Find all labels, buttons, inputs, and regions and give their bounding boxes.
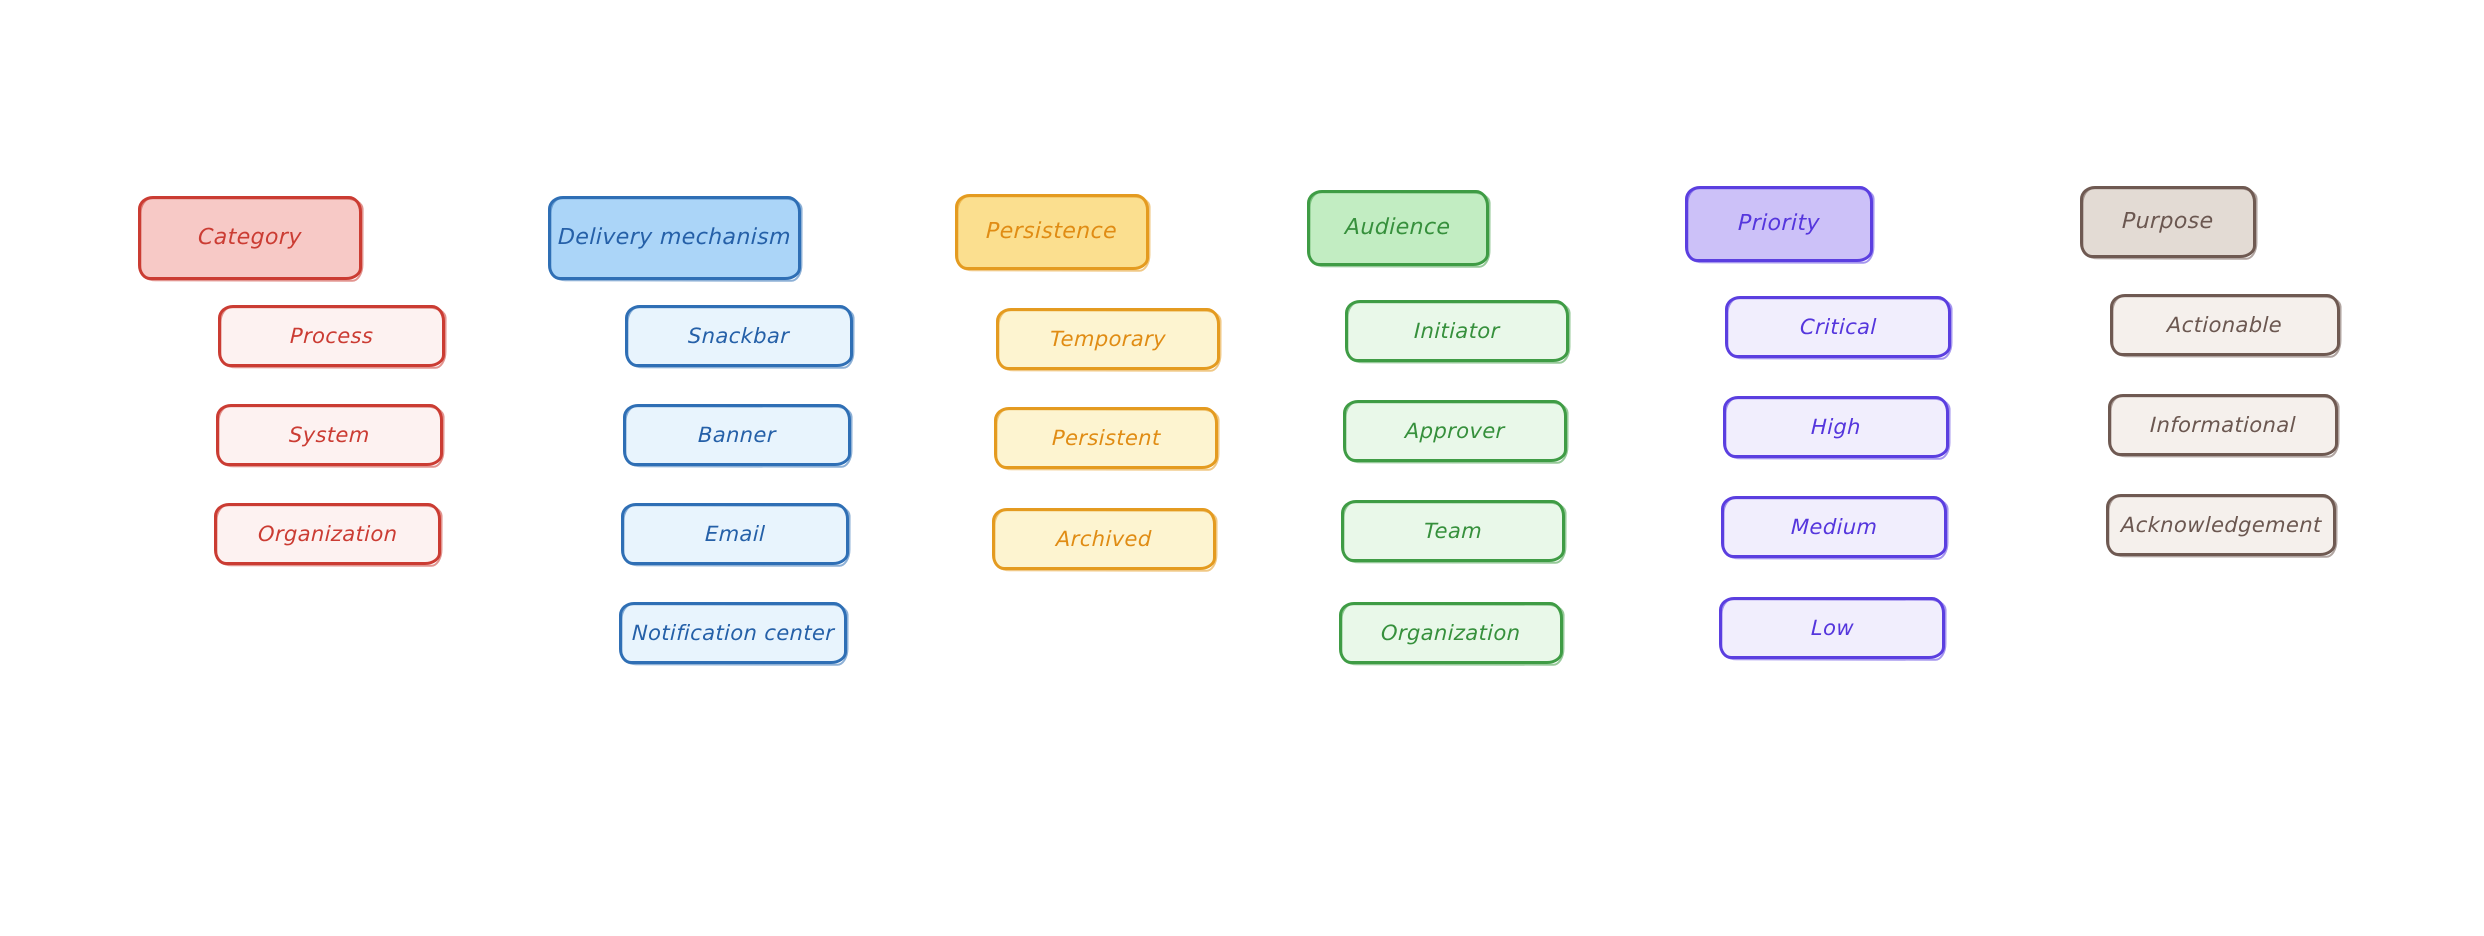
node-child-banner[interactable]: Banner	[623, 404, 853, 468]
node-child-actionable[interactable]: Actionable	[2110, 294, 2342, 358]
node-child-notification-center[interactable]: Notification center	[619, 602, 849, 666]
node-label: Archived	[1055, 526, 1153, 551]
node-label: Audience	[1344, 215, 1452, 240]
node-child-low[interactable]: Low	[1719, 597, 1947, 661]
node-header-category[interactable]: Category	[138, 196, 364, 282]
node-child-organization[interactable]: Organization	[1339, 602, 1565, 666]
node-child-process[interactable]: Process	[218, 305, 447, 369]
node-label: Process	[289, 323, 374, 348]
node-child-system[interactable]: System	[216, 404, 445, 468]
node-child-team[interactable]: Team	[1341, 500, 1567, 564]
node-child-organization[interactable]: Organization	[214, 503, 443, 567]
node-label: Informational	[2149, 412, 2297, 437]
node-label: Banner	[697, 422, 777, 447]
node-label: Snackbar	[687, 323, 791, 348]
node-child-high[interactable]: High	[1723, 396, 1951, 460]
node-child-initiator[interactable]: Initiator	[1345, 300, 1571, 364]
node-label: Approver	[1404, 418, 1506, 443]
node-label: Critical	[1799, 314, 1877, 339]
node-label: Persistence	[986, 219, 1118, 244]
node-label: Delivery mechanism	[557, 225, 792, 250]
node-label: Notification center	[631, 620, 835, 645]
node-label: Team	[1423, 518, 1483, 543]
node-header-priority[interactable]: Priority	[1685, 186, 1875, 264]
node-label: Organization	[257, 521, 398, 546]
node-label: Category	[197, 225, 303, 250]
node-header-purpose[interactable]: Purpose	[2080, 186, 2258, 260]
node-child-critical[interactable]: Critical	[1725, 296, 1953, 360]
node-label: Organization	[1380, 620, 1522, 645]
node-label: Persistent	[1051, 425, 1161, 450]
node-label: Medium	[1790, 514, 1878, 539]
node-label: System	[288, 422, 371, 447]
node-header-audience[interactable]: Audience	[1307, 190, 1491, 268]
node-child-archived[interactable]: Archived	[992, 508, 1218, 572]
node-child-temporary[interactable]: Temporary	[996, 308, 1222, 372]
node-label: Acknowledgement	[2120, 512, 2322, 537]
node-child-email[interactable]: Email	[621, 503, 851, 567]
node-child-informational[interactable]: Informational	[2108, 394, 2340, 458]
node-child-approver[interactable]: Approver	[1343, 400, 1569, 464]
node-child-medium[interactable]: Medium	[1721, 496, 1949, 560]
node-header-delivery-mechanism[interactable]: Delivery mechanism	[548, 196, 803, 282]
node-label: Low	[1810, 615, 1854, 640]
node-label: Email	[704, 521, 766, 546]
node-child-acknowledgement[interactable]: Acknowledgement	[2106, 494, 2338, 558]
node-label: Actionable	[2167, 312, 2283, 337]
node-label: High	[1810, 414, 1862, 439]
node-child-persistent[interactable]: Persistent	[994, 407, 1220, 471]
node-label: Initiator	[1413, 318, 1501, 343]
node-child-snackbar[interactable]: Snackbar	[625, 305, 855, 369]
node-label: Priority	[1737, 211, 1821, 236]
node-label: Purpose	[2121, 209, 2215, 234]
node-label: Temporary	[1049, 326, 1167, 351]
node-header-persistence[interactable]: Persistence	[955, 194, 1151, 272]
